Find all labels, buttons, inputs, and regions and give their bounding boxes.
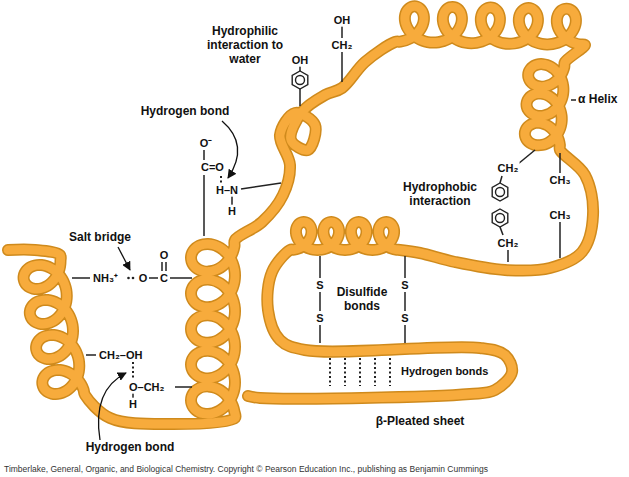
- illustration-part: [341, 52, 343, 82]
- diagram-label: CH₂: [331, 39, 354, 52]
- diagram-label: Hydrogen bond: [85, 441, 176, 455]
- illustration-part: [559, 153, 561, 173]
- diagram-label: C=O: [200, 161, 225, 174]
- diagram-label: S: [400, 312, 409, 325]
- illustration-part: [132, 277, 135, 280]
- illustration-part: [149, 277, 158, 279]
- diagram-label: Hydrophobic interaction: [399, 181, 481, 209]
- diagram-label: Hydrophilic interaction to water: [201, 25, 289, 66]
- illustration-part: [404, 325, 406, 343]
- diagram-label: S: [315, 279, 324, 292]
- illustration-part: [492, 183, 508, 201]
- illustration-part: [319, 325, 321, 343]
- illustration-part: [170, 277, 192, 279]
- illustration-part: [203, 175, 205, 236]
- diagram-label: α Helix: [577, 93, 618, 107]
- diagram-label: Hydrogen bonds: [400, 365, 489, 378]
- diagram-label: OH: [333, 14, 352, 27]
- illustration-part: [559, 222, 561, 258]
- side-chain-bonds: [72, 26, 576, 398]
- illustration-part: [203, 150, 205, 160]
- diagram-label: CH₃: [549, 174, 572, 187]
- illustration-part: [220, 176, 222, 183]
- illustration-part: [319, 256, 321, 278]
- diagram-label: β-Pleated sheet: [375, 415, 466, 429]
- illustration-part: [492, 209, 508, 227]
- illustration-part: [296, 76, 305, 85]
- illustration-part: [359, 358, 361, 386]
- illustration-part: [518, 150, 535, 164]
- protein-ribbon: [8, 6, 593, 424]
- illustration-part: [165, 262, 167, 271]
- diagram-label: H–N: [215, 184, 239, 197]
- illustration-part: [299, 89, 301, 106]
- diagram-label: S: [400, 279, 409, 292]
- illustration-part: [329, 358, 331, 386]
- illustration-part: [496, 188, 505, 197]
- illustration-part: [496, 214, 505, 223]
- illustration-part: [507, 250, 509, 262]
- illustration-part: [404, 256, 406, 278]
- illustration-part: [344, 358, 346, 386]
- hydrogen-bond-dots: [133, 176, 390, 386]
- diagram-label: C: [159, 272, 169, 285]
- diagram-label: Disulfide bonds: [330, 286, 394, 314]
- diagram-label: Salt bridge: [68, 231, 132, 245]
- illustration-part: [118, 247, 130, 270]
- illustration-part: [500, 227, 503, 235]
- diagram-label: O: [159, 249, 170, 262]
- diagram-label: O: [138, 272, 149, 285]
- diagram-label: NH₃⁺: [92, 272, 119, 285]
- illustration-part: [72, 277, 90, 279]
- illustration-part: [132, 362, 134, 379]
- illustration-part: [175, 386, 192, 388]
- diagram-label: O–CH₂: [128, 381, 165, 394]
- illustration-part: [374, 358, 376, 386]
- illustration-part: [389, 358, 391, 386]
- illustration-part: [319, 292, 321, 311]
- diagram-label: CH₃: [549, 209, 572, 222]
- illustration-part: [341, 26, 343, 38]
- benzene-rings: [292, 71, 508, 227]
- diagram-label: O⁻: [199, 137, 214, 150]
- diagram-label: H: [128, 398, 138, 411]
- illustration-part: [500, 176, 502, 183]
- illustration-part: [292, 71, 308, 89]
- diagram-label: OH: [291, 54, 310, 67]
- ribbon-body: [8, 6, 593, 424]
- leader-arrows: [98, 121, 237, 440]
- diagram-label: CH₂: [497, 162, 520, 175]
- copyright-caption: Timberlake, General, Organic, and Biolog…: [4, 464, 488, 474]
- illustration-part: [241, 183, 281, 189]
- salt-bridge-dots: [127, 277, 134, 280]
- illustration-part: [127, 277, 130, 280]
- illustration-part: [404, 292, 406, 311]
- diagram-label: H: [227, 205, 237, 218]
- ribbon-outline: [8, 6, 593, 424]
- diagram-label: S: [315, 312, 324, 325]
- illustration-part: [86, 354, 96, 356]
- illustration-part: [98, 373, 126, 440]
- illustration-part: [161, 262, 163, 271]
- illustration-part: [571, 99, 576, 101]
- diagram-label: CH₂–OH: [98, 349, 143, 362]
- illustration-part: [231, 196, 233, 205]
- diagram-label: CH₂: [497, 237, 520, 250]
- diagram-label: Hydrogen bond: [140, 105, 231, 119]
